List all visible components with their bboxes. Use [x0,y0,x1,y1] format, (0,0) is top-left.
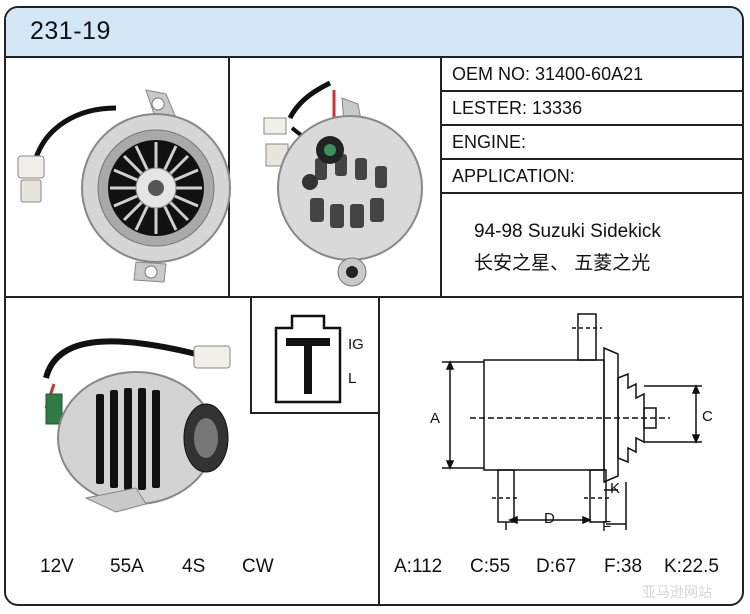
header-bar: 231-19 [6,8,742,58]
dimension-k-value: K:22.5 [664,556,719,577]
alternator-rear-photo [230,58,440,296]
dimension-diagram: A C D F K [380,298,742,548]
amperage-value: 55A [110,556,144,577]
dimension-d-value: D:67 [536,556,577,577]
alternator-front-photo [6,58,231,296]
dimension-c-value: C:55 [470,556,511,577]
oem-number: OEM NO: 31400-60A21 [442,58,742,92]
part-number-title: 231-19 [30,17,111,45]
pulley-value: 4S [182,556,206,577]
application-line-1: 94-98 Suzuki Sidekick [474,221,661,242]
rotation-value: CW [242,556,274,577]
watermark-text: 亚马逊网站 [642,584,712,600]
application-line-2: 长安之星、 五菱之光 [474,253,651,274]
alternator-rear-illustration [263,80,423,287]
alternator-side-photo [6,298,250,548]
dim-d-label: D [544,510,555,527]
alternator-front-illustration [17,89,231,283]
terminal-ig-label: IG [348,336,364,353]
application-field: APPLICATION: [442,160,742,194]
divider [6,296,742,298]
divider [250,296,252,414]
lester-number: LESTER: 13336 [442,92,742,126]
engine-field: ENGINE: [442,126,742,160]
dimension-drawing [442,313,702,530]
divider [440,58,442,296]
connector-plug-illustration [274,314,342,404]
dim-k-label: K [610,480,621,497]
dim-f-label: F [602,518,612,535]
alternator-side-illustration [43,338,231,513]
terminal-l-label: L [348,370,357,387]
dim-c-label: C [702,408,713,425]
dimension-a-value: A:112 [394,556,443,577]
connector-diagram: IG L [252,298,378,412]
divider [378,296,380,604]
voltage-value: 12V [40,556,74,577]
product-card: 231-19 [4,6,744,606]
dim-a-label: A [430,410,441,427]
dimension-f-value: F:38 [604,556,643,577]
divider [250,412,380,414]
specs-panel: OEM NO: 31400-60A21 LESTER: 13336 ENGINE… [442,58,742,296]
